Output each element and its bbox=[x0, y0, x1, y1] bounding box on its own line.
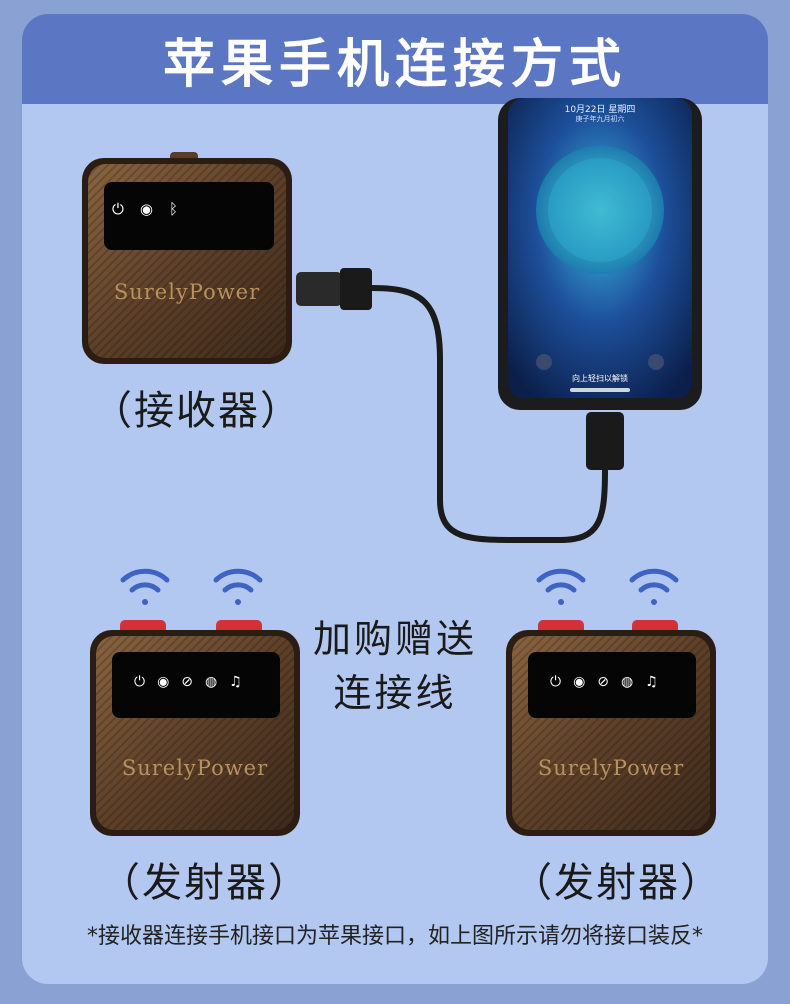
music-icon: ♫ bbox=[645, 674, 658, 690]
transmitter-right-brand-logo: SurelyPower bbox=[537, 756, 685, 780]
transmitter-left-screen: ⏻ ◉ ⊘ ◍ ♫ bbox=[134, 674, 274, 690]
receiver-caption: （接收器） bbox=[92, 388, 302, 434]
power-icon: ⏻ bbox=[134, 674, 146, 690]
receiver-device bbox=[82, 152, 292, 364]
signal-icon: ◉ bbox=[573, 674, 586, 690]
gift-line-2: 连接线 bbox=[333, 671, 457, 715]
transmitter-left bbox=[90, 620, 300, 836]
wifi-signal-icon bbox=[629, 568, 679, 605]
header-bar: 苹果手机连接方式 bbox=[22, 14, 768, 104]
transmitter-right-caption: （发射器） bbox=[512, 860, 722, 906]
wifi-signal-icon bbox=[536, 568, 586, 605]
usb-c-plug bbox=[296, 272, 342, 306]
mic-mute-icon: ⊘ bbox=[597, 674, 610, 690]
voice-icon: ◍ bbox=[621, 674, 634, 690]
signal-icon: ◉ bbox=[157, 674, 170, 690]
power-icon: ⏻ bbox=[550, 674, 562, 690]
phone-date: 10月22日 星期四 bbox=[564, 105, 636, 115]
lightning-plug bbox=[586, 412, 624, 470]
gift-note: 加购赠送 连接线 bbox=[300, 612, 490, 720]
wifi-signal-icon bbox=[213, 568, 263, 605]
wifi-signal-icon bbox=[120, 568, 170, 605]
phone-unlock-hint: 向上轻扫以解锁 bbox=[572, 374, 628, 383]
gift-line-1: 加购赠送 bbox=[312, 617, 477, 661]
page-title: 苹果手机连接方式 bbox=[162, 34, 627, 95]
music-icon: ♫ bbox=[229, 674, 242, 690]
bluetooth-off-icon: ᛒ bbox=[168, 200, 178, 218]
iphone bbox=[498, 98, 702, 410]
voice-icon: ◍ bbox=[205, 674, 218, 690]
transmitter-left-brand-logo: SurelyPower bbox=[121, 756, 269, 780]
usb-cable bbox=[296, 268, 624, 543]
mic-mute-icon: ⊘ bbox=[181, 674, 194, 690]
phone-lunar-date: 庚子年九月初六 bbox=[575, 115, 625, 123]
transmitter-right bbox=[506, 620, 716, 836]
transmitter-right-screen: ⏻ ◉ ⊘ ◍ ♫ bbox=[550, 674, 690, 690]
receiver-screen: ⏻ ◉ ᛒ bbox=[112, 200, 212, 218]
receiver-brand-logo: SurelyPower bbox=[113, 280, 261, 304]
power-icon: ⏻ bbox=[112, 200, 124, 218]
transmitter-left-caption: （发射器） bbox=[100, 860, 310, 906]
footnote: *接收器连接手机接口为苹果接口，如上图所示请勿将接口装反* bbox=[86, 924, 703, 949]
signal-icon: ◉ bbox=[139, 200, 153, 218]
